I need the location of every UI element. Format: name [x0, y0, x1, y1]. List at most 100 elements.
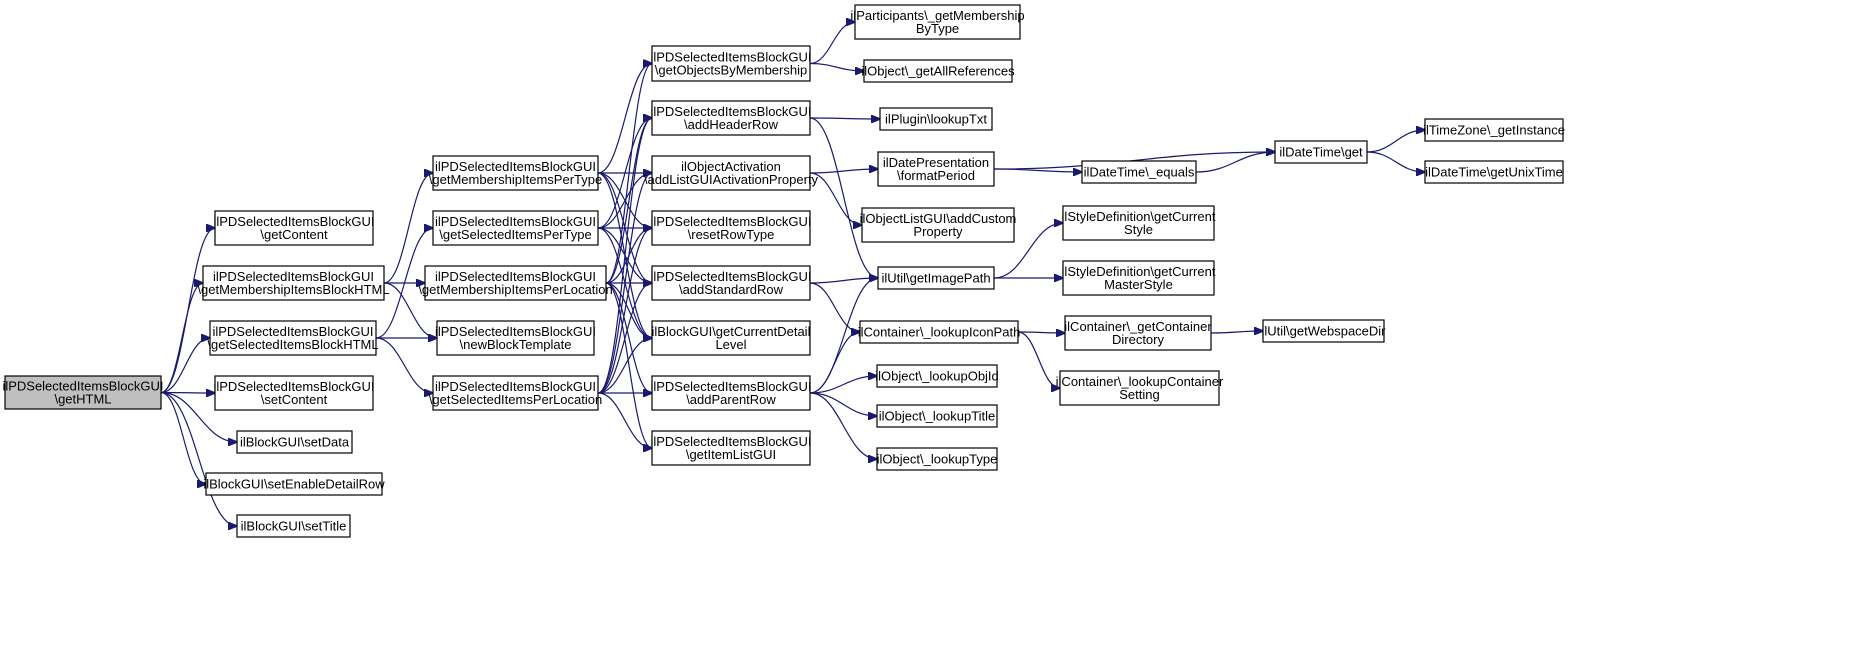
node-label: ilObject\_lookupTitle: [879, 409, 996, 424]
node-label: ilStyleDefinition\getCurrent: [1062, 264, 1216, 279]
edge-n19-to-n30: [809, 392, 877, 459]
node-label: ilDateTime\getUnixTime: [1425, 165, 1563, 180]
edge-n0-to-n2: [160, 283, 203, 394]
node-n4[interactable]: ilPDSelectedItemsBlockGUI\setContent: [213, 375, 375, 411]
edge-n17-to-n27: [809, 282, 860, 332]
node-label: ilPDSelectedItemsBlockGUI: [213, 214, 374, 229]
node-n37[interactable]: ilTimeZone\_getInstance: [1423, 118, 1565, 142]
node-box: [861, 207, 1015, 243]
node-box: [1064, 315, 1212, 351]
node-box: [876, 364, 998, 388]
node-n38[interactable]: ilDateTime\getUnixTime: [1424, 160, 1564, 184]
edge-n8-to-n13: [597, 64, 652, 174]
node-label: ilBlockGUI\getCurrentDetail: [652, 324, 811, 339]
node-n20[interactable]: ilPDSelectedItemsBlockGUI\getItemListGUI: [650, 430, 812, 466]
node-label: \getMembershipItemsBlockHTML: [197, 282, 389, 297]
node-n12[interactable]: ilPDSelectedItemsBlockGUI\getSelectedIte…: [429, 375, 602, 411]
node-label: \newBlockTemplate: [460, 337, 572, 352]
node-n2[interactable]: ilPDSelectedItemsBlockGUI\getMembershipI…: [197, 265, 390, 301]
node-n27[interactable]: ilContainer\_lookupIconPath: [858, 320, 1021, 344]
node-label: ilPDSelectedItemsBlockGUI: [435, 214, 596, 229]
node-n39[interactable]: ilUtil\getWebspaceDir: [1261, 319, 1386, 343]
node-n32[interactable]: ilDateTime\get: [1274, 140, 1368, 164]
edge-n10-to-n20: [605, 282, 652, 448]
node-box: [432, 375, 599, 411]
node-label: ilBlockGUI\setTitle: [241, 519, 347, 534]
node-label: ilObject\_getAllReferences: [861, 64, 1015, 79]
node-n23[interactable]: ilPlugin\lookupTxt: [879, 107, 993, 131]
node-box: [651, 100, 811, 136]
node-label: \getMembershipItemsPerType: [429, 172, 602, 187]
node-n11[interactable]: ilPDSelectedItemsBlockGUI\newBlockTempla…: [435, 320, 596, 356]
node-box: [877, 266, 995, 290]
node-n29[interactable]: ilObject\_lookupTitle: [876, 404, 998, 428]
node-n17[interactable]: ilPDSelectedItemsBlockGUI\addStandardRow: [650, 265, 812, 301]
nodes-layer: ilPDSelectedItemsBlockGUI\getHTMLilPDSel…: [2, 4, 1565, 538]
node-box: [209, 320, 377, 356]
node-n22[interactable]: ilObject\_getAllReferences: [861, 59, 1015, 83]
node-n28[interactable]: ilObject\_lookupObjId: [875, 364, 999, 388]
node-label: ilPDSelectedItemsBlockGUI: [650, 214, 811, 229]
node-label: ilObjectActivation: [681, 159, 781, 174]
node-n8[interactable]: ilPDSelectedItemsBlockGUI\getMembershipI…: [429, 155, 602, 191]
node-label: Level: [715, 337, 746, 352]
edge-n14-to-n23: [809, 118, 880, 119]
node-box: [1424, 160, 1564, 184]
edge-n26-to-n33: [993, 223, 1063, 279]
node-label: ilParticipants\_getMembership: [850, 8, 1024, 23]
node-box: [651, 265, 811, 301]
root-node-box: [4, 375, 162, 410]
node-box: [1062, 205, 1215, 241]
node-box: [236, 514, 351, 538]
node-n31[interactable]: ilDateTime\_equals: [1081, 160, 1197, 184]
node-label: ilPDSelectedItemsBlockGUI: [650, 104, 811, 119]
node-label: Setting: [1119, 387, 1159, 402]
node-label: ilPDSelectedItemsBlockGUI: [213, 379, 374, 394]
node-box: [1262, 319, 1385, 343]
node-n13[interactable]: ilPDSelectedItemsBlockGUI\getObjectsByMe…: [650, 45, 812, 82]
node-box: [877, 151, 995, 187]
node-n9[interactable]: ilPDSelectedItemsBlockGUI\getSelectedIte…: [432, 210, 599, 246]
node-n14[interactable]: ilPDSelectedItemsBlockGUI\addHeaderRow: [650, 100, 812, 136]
edge-n27-to-n36: [1017, 331, 1060, 388]
node-label: ilObject\_lookupObjId: [875, 369, 999, 384]
node-n26[interactable]: ilUtil\getImagePath: [877, 266, 995, 290]
node-n30[interactable]: ilObject\_lookupType: [876, 447, 998, 471]
edge-n19-to-n29: [809, 392, 877, 416]
edge-n10-to-n19: [605, 282, 652, 393]
node-n16[interactable]: ilPDSelectedItemsBlockGUI\resetRowType: [650, 210, 812, 246]
node-box: [1062, 260, 1215, 296]
edge-n12-to-n15: [597, 173, 652, 394]
node-n24[interactable]: ilDatePresentation\formatPeriod: [877, 151, 995, 187]
edge-n0-to-n3: [160, 338, 210, 394]
node-box: [651, 375, 811, 411]
node-label: ilContainer\_lookupContainer: [1056, 374, 1224, 389]
node-n0[interactable]: ilPDSelectedItemsBlockGUI\getHTML: [2, 375, 164, 410]
node-n7[interactable]: ilBlockGUI\setTitle: [236, 514, 351, 538]
node-label: \getHTML: [54, 392, 111, 407]
edge-n2-to-n8: [383, 173, 433, 284]
edge-n0-to-n7: [160, 391, 237, 527]
node-n6[interactable]: ilBlockGUI\setEnableDetailRow: [203, 472, 385, 496]
node-label: \resetRowType: [688, 227, 775, 242]
node-label: Directory: [1112, 332, 1165, 347]
node-label: ByType: [916, 21, 959, 36]
node-label: \getMembershipItemsPerLocation: [418, 282, 612, 297]
node-n15[interactable]: ilObjectActivation\addListGUIActivationP…: [644, 155, 819, 191]
node-n3[interactable]: ilPDSelectedItemsBlockGUI\getSelectedIte…: [207, 320, 379, 356]
node-box: [651, 45, 811, 82]
node-n5[interactable]: ilBlockGUI\setData: [236, 430, 353, 454]
node-label: \addHeaderRow: [684, 117, 779, 132]
node-n10[interactable]: ilPDSelectedItemsBlockGUI\getMembershipI…: [418, 265, 613, 301]
node-label: MasterStyle: [1104, 277, 1173, 292]
node-n1[interactable]: ilPDSelectedItemsBlockGUI\getContent: [213, 210, 375, 246]
node-n19[interactable]: ilPDSelectedItemsBlockGUI\addParentRow: [650, 375, 812, 411]
